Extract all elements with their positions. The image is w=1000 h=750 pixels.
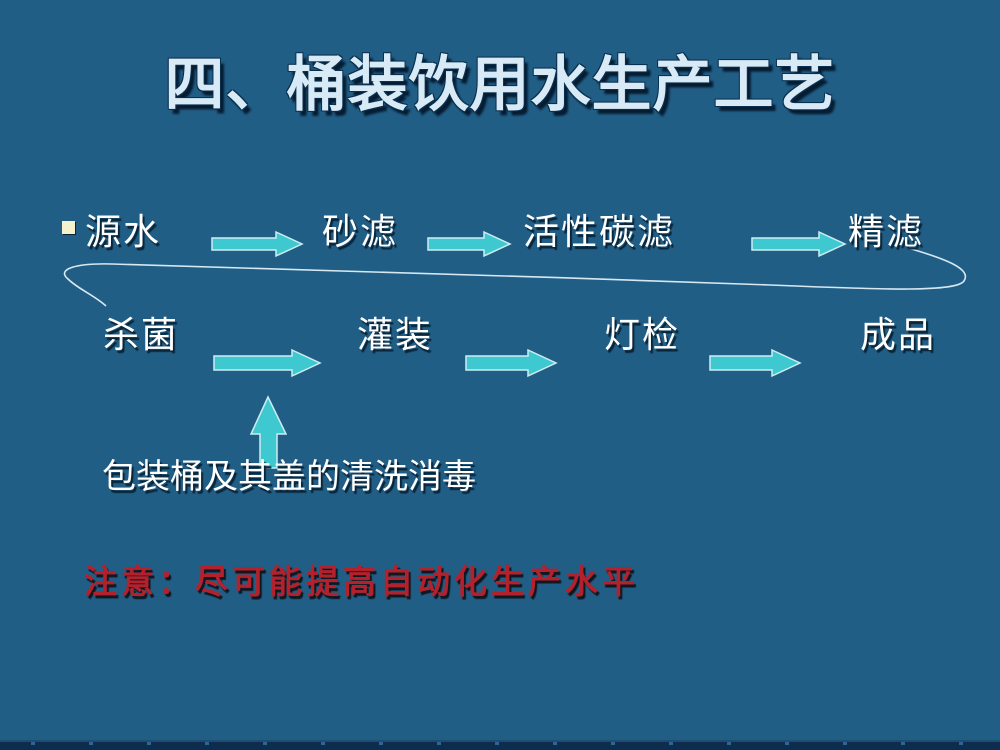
flow-arrow-right-3	[751, 230, 847, 258]
footer-tick-marks	[0, 742, 1000, 745]
step-sterilization: 杀菌	[103, 315, 180, 355]
flow-arrow-right-2	[427, 230, 512, 258]
step-fine-filter: 精滤	[848, 212, 925, 252]
step-light-inspection: 灯检	[604, 315, 681, 355]
flow-arrow-right-1	[211, 230, 304, 258]
slide-footer-strip	[0, 740, 1000, 750]
step-sand-filter: 砂滤	[322, 212, 399, 252]
sub-process-label: 包装桶及其盖的清洗消毒	[102, 459, 476, 496]
flow-arrow-up	[249, 395, 288, 469]
flow-arrow-right-4	[213, 348, 322, 378]
note-text: 注意：尽可能提高自动化生产水平	[84, 565, 639, 601]
step-finished-product: 成品	[860, 315, 937, 355]
loop-connector-line	[63, 247, 967, 307]
flow-arrow-right-6	[709, 348, 802, 378]
bullet-icon	[62, 221, 75, 234]
step-carbon-filter: 活性碳滤	[523, 212, 676, 252]
step-source-water: 源水	[85, 212, 162, 252]
slide-title: 四、桶装饮用水生产工艺	[164, 52, 836, 118]
flow-arrow-right-5	[465, 348, 558, 378]
step-filling: 灌装	[357, 315, 434, 355]
